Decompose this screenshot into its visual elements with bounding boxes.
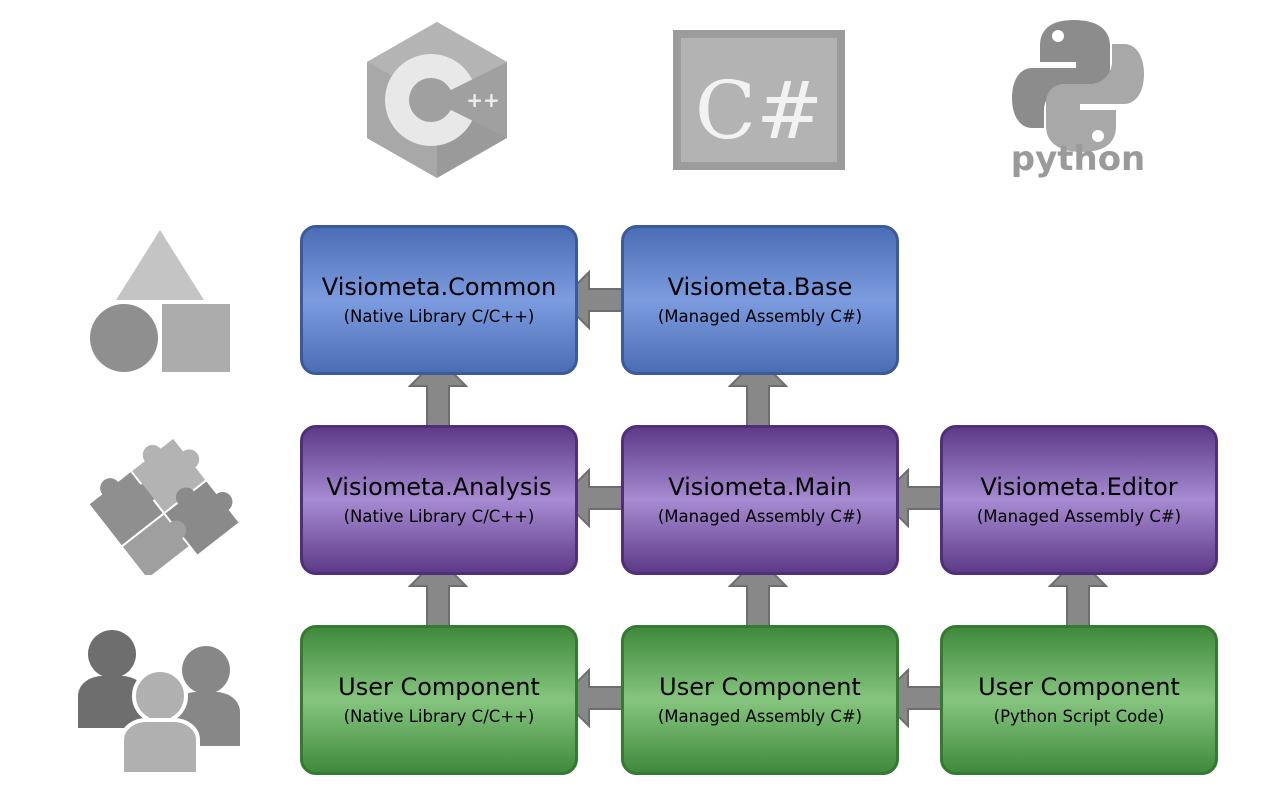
box-title: Visiometa.Main [668,473,852,501]
box-title: Visiometa.Analysis [326,473,552,501]
csharp-symbol: C# [695,64,823,157]
box-title: Visiometa.Base [667,273,853,301]
box-visiometa-main: Visiometa.Main (Managed Assembly C#) [621,425,899,575]
box-title: User Component [338,673,540,701]
box-user-component-managed: User Component (Managed Assembly C#) [621,625,899,775]
box-title: User Component [978,673,1180,701]
box-user-component-python: User Component (Python Script Code) [940,625,1218,775]
box-subtitle: (Python Script Code) [993,707,1165,726]
box-title: Visiometa.Common [321,273,557,301]
box-user-component-native: User Component (Native Library C/C++) [300,625,578,775]
box-subtitle: (Managed Assembly C#) [657,707,863,726]
box-subtitle: (Managed Assembly C#) [657,507,863,526]
box-title: User Component [659,673,861,701]
box-visiometa-common: Visiometa.Common (Native Library C/C++) [300,225,578,375]
box-title: Visiometa.Editor [980,473,1178,501]
box-subtitle: (Native Library C/C++) [343,507,535,526]
users-group-icon [76,628,244,776]
box-subtitle: (Managed Assembly C#) [657,307,863,326]
csharp-logo-icon: C# [673,30,845,170]
shapes-icon [88,228,233,373]
box-visiometa-analysis: Visiometa.Analysis (Native Library C/C++… [300,425,578,575]
python-wordmark: python [1011,139,1145,178]
cpp-logo-icon: ++ [365,20,510,180]
box-subtitle: (Managed Assembly C#) [976,507,1182,526]
box-visiometa-editor: Visiometa.Editor (Managed Assembly C#) [940,425,1218,575]
box-visiometa-base: Visiometa.Base (Managed Assembly C#) [621,225,899,375]
box-subtitle: (Native Library C/C++) [343,307,535,326]
python-logo-icon: python [1010,18,1145,178]
puzzle-icon [60,425,260,575]
box-subtitle: (Native Library C/C++) [343,707,535,726]
cpp-plus-label: ++ [466,88,500,112]
